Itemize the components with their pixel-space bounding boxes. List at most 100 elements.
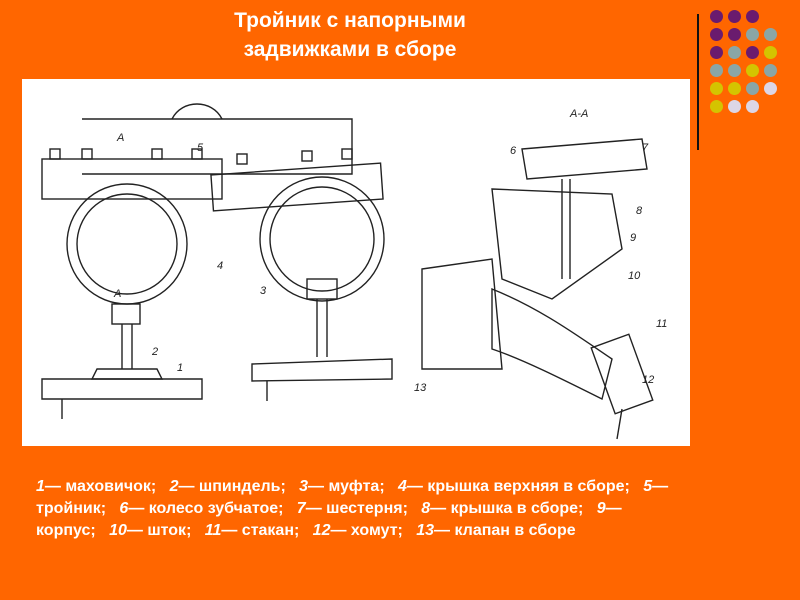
section-sleeve <box>590 333 654 415</box>
legend-text: — шпиндель; <box>178 478 286 495</box>
callout-10: 10 <box>628 270 641 282</box>
decorative-dot <box>746 64 759 77</box>
decorative-dot <box>728 28 741 41</box>
arrow-label: А <box>116 132 124 144</box>
legend-number: 5 <box>643 478 653 495</box>
legend-text: — корпус; <box>36 500 622 539</box>
callout-13: 13 <box>414 382 427 394</box>
slide-title: Тройник с напорными задвижками в сборе <box>120 6 580 64</box>
drawing-svg: А-А А А 1 2 3 4 5 6 7 8 9 10 11 12 13 <box>41 103 667 440</box>
section-top-cover <box>521 138 648 180</box>
decorative-dot <box>746 82 759 95</box>
legend-item: 1— маховичок; <box>36 478 156 495</box>
legend-number: 10 <box>109 522 127 539</box>
legend-number: 13 <box>416 522 434 539</box>
legend-number: 8 <box>421 500 431 517</box>
section-label: А-А <box>569 108 588 120</box>
legend-item: 3— муфта; <box>299 478 385 495</box>
section-chain <box>616 408 623 440</box>
a-mark: А <box>113 288 121 300</box>
callout-1: 1 <box>177 362 183 374</box>
legend-text: — колесо зубчатое; <box>128 500 284 517</box>
legend-text: — тройник; <box>36 478 669 517</box>
legend-item: 12— хомут; <box>313 522 403 539</box>
decorative-vertical-line <box>697 14 699 150</box>
legend-number: 11 <box>204 522 222 539</box>
decorative-dot <box>764 28 777 41</box>
callout-2: 2 <box>151 346 158 358</box>
title-line-1: Тройник с напорными <box>234 9 466 32</box>
legend-number: 7 <box>296 500 306 517</box>
decorative-dot <box>710 28 723 41</box>
legend-text: — крышка верхняя в сборе; <box>406 478 630 495</box>
tee-body-outline <box>82 118 353 175</box>
decorative-dot-grid <box>710 10 790 132</box>
callout-3: 3 <box>260 285 267 297</box>
legend-text: — шестерня; <box>305 500 408 517</box>
decorative-dot <box>746 100 759 113</box>
legend-item: 11— стакан; <box>205 522 300 539</box>
legend-number: 1 <box>36 478 45 495</box>
callout-9: 9 <box>630 232 636 244</box>
legend-item: 7— шестерня; <box>297 500 408 517</box>
legend-text: — клапан в сборе <box>434 522 576 539</box>
callout-11: 11 <box>656 318 667 330</box>
callout-5: 5 <box>197 142 204 154</box>
legend-text: — маховичок; <box>44 478 157 495</box>
legend-number: 12 <box>312 522 331 539</box>
legend-text: — крышка в сборе; <box>430 500 584 517</box>
right-coupling <box>306 278 338 300</box>
legend-number: 6 <box>119 500 129 517</box>
legend-number: 3 <box>299 478 309 495</box>
decorative-dot <box>764 82 777 95</box>
callout-6: 6 <box>510 145 517 157</box>
decorative-dot <box>728 100 741 113</box>
legend-number: 9 <box>596 500 606 517</box>
legend-item: 13— клапан в сборе <box>416 522 575 539</box>
legend-text: — муфта; <box>308 478 385 495</box>
title-line-2: задвижками в сборе <box>243 38 457 61</box>
legend-text: — хомут; <box>330 522 403 539</box>
tee-dome <box>171 103 223 120</box>
section-body <box>491 188 623 300</box>
section-pipe <box>421 258 503 370</box>
decorative-dot <box>764 10 777 23</box>
legend-item: 5— тройник; <box>36 478 668 517</box>
legend-item: 9— корпус; <box>36 500 622 539</box>
decorative-dot <box>764 100 777 113</box>
callout-12: 12 <box>642 374 654 386</box>
decorative-dot <box>764 46 777 59</box>
decorative-dot <box>746 28 759 41</box>
decorative-dot <box>710 82 723 95</box>
legend-number: 2 <box>169 478 179 495</box>
right-flange <box>210 162 384 212</box>
legend-item: 8— крышка в сборе; <box>421 500 583 517</box>
legend-item: 4— крышка верхняя в сборе; <box>398 478 630 495</box>
decorative-dot <box>764 64 777 77</box>
technical-drawing: А-А А А 1 2 3 4 5 6 7 8 9 10 11 12 13 <box>22 79 690 446</box>
left-handwheel <box>41 378 203 400</box>
legend-text: — стакан; <box>221 522 300 539</box>
legend-item: 10— шток; <box>109 522 191 539</box>
flange-bolts <box>49 148 353 165</box>
left-flange <box>41 158 223 200</box>
decorative-dot <box>746 10 759 23</box>
parts-legend: 1— маховичок; 2— шпиндель; 3— муфта; 4— … <box>36 476 690 542</box>
decorative-dot <box>710 64 723 77</box>
callout-7: 7 <box>642 142 649 154</box>
decorative-dot <box>728 64 741 77</box>
decorative-dot <box>710 100 723 113</box>
legend-number: 4 <box>398 478 407 495</box>
legend-text: — шток; <box>126 522 192 539</box>
left-coupling <box>111 303 141 325</box>
callout-8: 8 <box>636 205 643 217</box>
decorative-dot <box>728 46 741 59</box>
decorative-dot <box>728 10 741 23</box>
callout-4: 4 <box>217 260 223 272</box>
legend-item: 2— шпиндель; <box>170 478 286 495</box>
decorative-dot <box>710 10 723 23</box>
decorative-dot <box>728 82 741 95</box>
left-cover <box>66 183 188 305</box>
right-handwheel <box>251 358 393 382</box>
legend-item: 6— колесо зубчатое; <box>119 500 283 517</box>
